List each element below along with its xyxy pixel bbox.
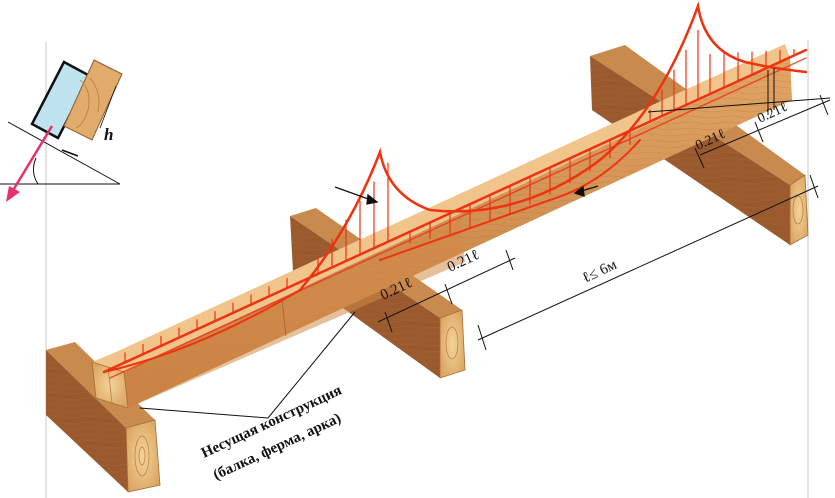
moment-diagram <box>102 1 808 379</box>
arrow-down-left-icon <box>6 125 54 202</box>
section-h-label: h <box>104 125 113 144</box>
timber-section-icon <box>0 59 123 185</box>
moment-ordinates <box>124 29 795 363</box>
pointer-arrows <box>334 185 599 205</box>
dimension-lines <box>139 68 831 419</box>
dim-label-span: ℓ≤ 6м <box>580 257 620 287</box>
